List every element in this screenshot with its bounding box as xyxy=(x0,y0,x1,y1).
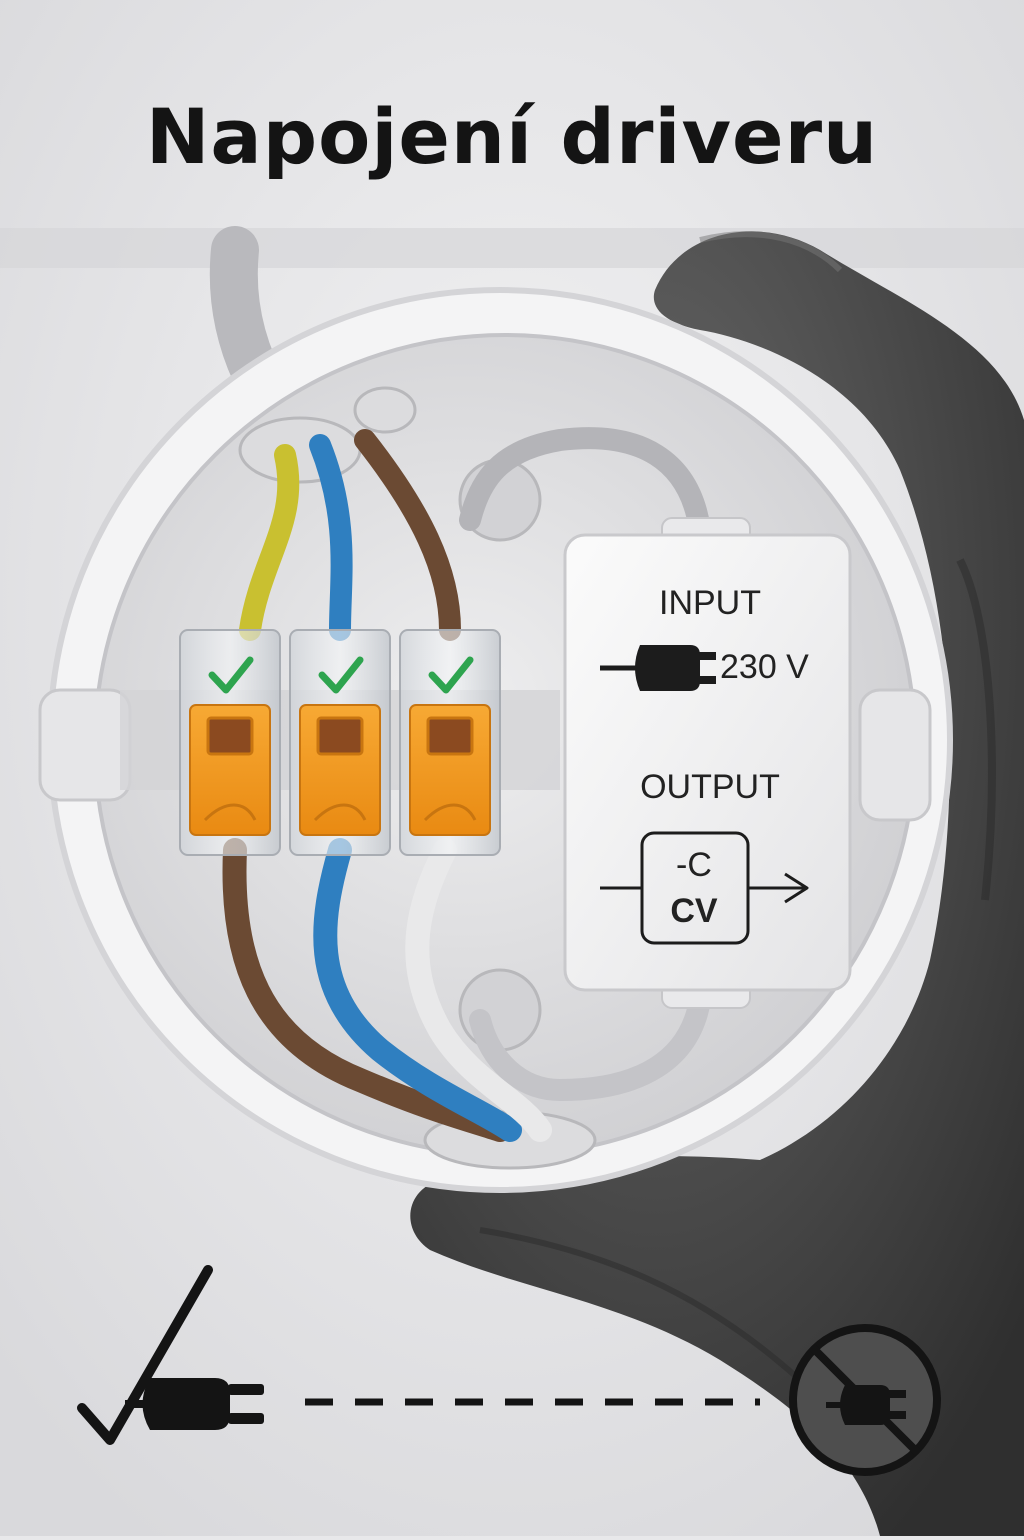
wago-connector-3[interactable] xyxy=(399,629,501,856)
driver-output-cable xyxy=(469,989,711,1102)
brown-wire-in xyxy=(354,429,461,641)
blue-wire-in xyxy=(309,434,353,641)
right-lug xyxy=(858,688,932,822)
brown-wire-out xyxy=(222,838,512,1142)
ceiling-edge xyxy=(0,228,1024,268)
check-icon xyxy=(428,656,474,694)
no-plug-icon xyxy=(789,1324,941,1476)
driver-input-cable xyxy=(459,427,711,541)
page-title: Napojení driveru xyxy=(145,92,879,181)
driver-mode-bottom: CV xyxy=(670,892,718,930)
screw-boss-bottom xyxy=(458,968,542,1052)
white-wire-out xyxy=(405,838,552,1142)
yellow-wire xyxy=(239,444,300,641)
left-lug xyxy=(38,688,132,802)
led-driver xyxy=(563,517,852,1009)
driver-output-label: OUTPUT xyxy=(640,768,780,806)
glove xyxy=(410,231,1024,1536)
check-icon xyxy=(318,656,364,694)
top-grommet xyxy=(238,416,362,484)
driver-mode-top: -C xyxy=(676,846,712,884)
wago-connector-1[interactable] xyxy=(179,629,281,856)
arrow-right-icon xyxy=(748,872,809,904)
checkmark-plug-icon xyxy=(77,1265,264,1445)
check-icon xyxy=(208,656,254,694)
driver-input-label: INPUT xyxy=(659,584,761,622)
wago-connector-2[interactable] xyxy=(289,629,391,856)
plug-icon xyxy=(600,645,716,691)
blue-wire-out xyxy=(313,838,522,1142)
driver-voltage-label: 230 V xyxy=(720,648,809,686)
